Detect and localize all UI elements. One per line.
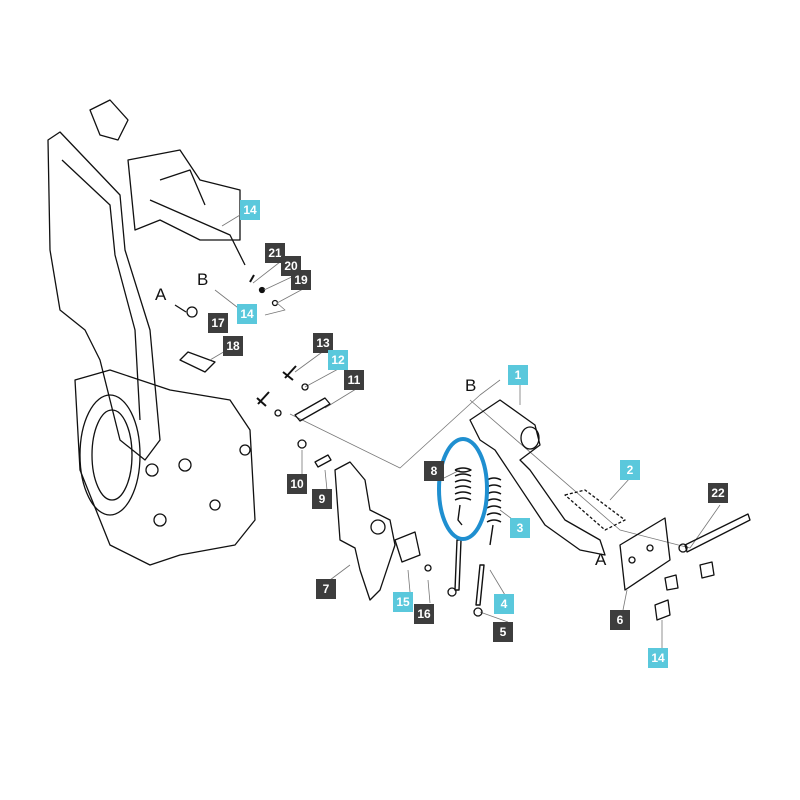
callout-5[interactable]: 5 — [493, 622, 513, 642]
highlight-ring — [437, 437, 489, 541]
callout-14[interactable]: 14 — [240, 200, 260, 220]
callout-11[interactable]: 11 — [344, 370, 364, 390]
reference-letter-b: B — [197, 270, 209, 289]
callout-9[interactable]: 9 — [312, 489, 332, 509]
cotter-13 — [282, 365, 297, 381]
bolt-17 — [186, 306, 198, 318]
housing-bore — [79, 394, 141, 516]
callout-19[interactable]: 19 — [291, 270, 311, 290]
callout-8[interactable]: 8 — [424, 461, 444, 481]
reference-letter-b: B — [465, 376, 477, 395]
bushing-15 — [394, 531, 421, 563]
upper-bracket — [89, 99, 241, 241]
bracket-7 — [334, 461, 396, 601]
callout-13[interactable]: 13 — [313, 333, 333, 353]
callout-17[interactable]: 17 — [208, 313, 228, 333]
callout-1[interactable]: 1 — [508, 365, 528, 385]
housing — [74, 369, 256, 566]
reference-letter-a: A — [155, 285, 167, 304]
callout-10[interactable]: 10 — [287, 474, 307, 494]
reference-letter-a: A — [595, 550, 607, 569]
callout-14[interactable]: 14 — [648, 648, 668, 668]
bolt-14 — [654, 599, 671, 621]
bracket-arms — [149, 169, 246, 266]
frame-panel-inner — [61, 159, 141, 421]
callout-21[interactable]: 21 — [265, 243, 285, 263]
callout-22[interactable]: 22 — [708, 483, 728, 503]
nut-5 — [473, 607, 483, 617]
rod-11 — [294, 397, 331, 422]
bolt-a — [664, 574, 679, 591]
housing-bore-inner — [91, 409, 133, 501]
callout-16[interactable]: 16 — [414, 604, 434, 624]
rod-22 — [684, 513, 751, 553]
pedal-1 — [469, 399, 606, 556]
callout-18[interactable]: 18 — [223, 336, 243, 356]
spring-8 — [454, 467, 472, 591]
plate-6 — [619, 517, 671, 591]
callout-3[interactable]: 3 — [510, 518, 530, 538]
pin-9 — [314, 454, 332, 468]
spring-3 — [475, 477, 502, 606]
callout-2[interactable]: 2 — [620, 460, 640, 480]
callout-7[interactable]: 7 — [316, 579, 336, 599]
callout-15[interactable]: 15 — [393, 592, 413, 612]
washer-12 — [301, 383, 309, 391]
pin-18 — [179, 351, 216, 373]
callout-14[interactable]: 14 — [237, 304, 257, 324]
washer-10 — [297, 439, 307, 449]
pedal-pad-2 — [564, 489, 626, 531]
callout-6[interactable]: 6 — [610, 610, 630, 630]
callout-4[interactable]: 4 — [494, 594, 514, 614]
washer-20 — [258, 286, 266, 294]
frame-panel — [47, 131, 161, 461]
bolt-b — [699, 561, 715, 579]
callout-12[interactable]: 12 — [328, 350, 348, 370]
